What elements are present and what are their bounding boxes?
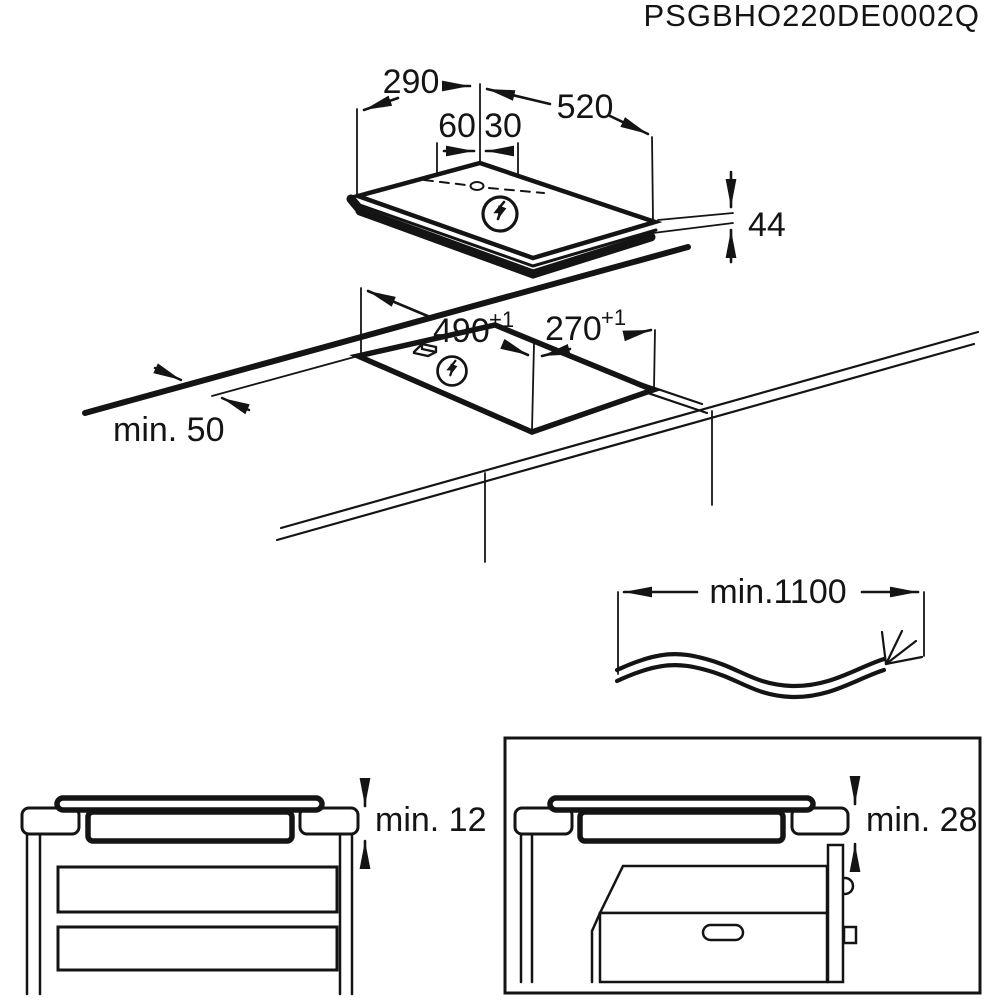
- worktop-cutout-view: min. 50 490 +1 270 +1: [82, 244, 980, 563]
- oven-side-panel: [826, 843, 845, 984]
- cable-position-mark: [423, 179, 545, 194]
- oven: [590, 843, 858, 984]
- hob-base-edge: [346, 194, 656, 279]
- cabinet-side-left: [519, 832, 534, 984]
- worktop-left: [513, 806, 574, 836]
- hob-side-edge: [355, 202, 658, 268]
- drawer-lower: [56, 925, 339, 972]
- worktop-back-edge: [82, 244, 691, 416]
- drawer-clearance-label: min. 12: [375, 801, 487, 839]
- cutout-length-label: 490: [433, 312, 490, 350]
- mains-cable-view: min.1100: [614, 573, 925, 700]
- cable-extension-lines: [617, 591, 925, 675]
- hob-depth-label: 520: [557, 88, 614, 126]
- cutout-dimension-arrows: [366, 289, 653, 358]
- cutout-back-projection: [211, 355, 359, 397]
- hob-height-leaders: [652, 212, 734, 234]
- hob-extension-lines: [356, 83, 654, 221]
- cable-offset-left-label: 60: [438, 107, 476, 145]
- drawer-clearance-section: min. 12: [20, 778, 487, 996]
- mounting-clamp-icon: [412, 342, 438, 358]
- mains-cable: [614, 651, 887, 700]
- oven-front: [598, 911, 829, 984]
- cable-offset-right-label: 30: [484, 107, 522, 145]
- worktop-right: [790, 806, 850, 836]
- hob-housing: [85, 809, 295, 844]
- electrical-connection-icon: [483, 197, 517, 231]
- hob-glass: [54, 795, 325, 813]
- oven-top: [597, 864, 829, 915]
- oven-clearance-label: min. 28: [866, 801, 978, 839]
- hob-dimension-arrows: [362, 80, 737, 264]
- worktop-left: [20, 806, 81, 836]
- hob-housing: [577, 809, 786, 844]
- drawer-upper: [56, 865, 339, 914]
- cutout-width-label: 270: [545, 310, 602, 348]
- cutout-width-tolerance: +1: [601, 305, 626, 330]
- cable-length-label: min.1100: [709, 573, 846, 611]
- cutout-extension-lines: [360, 287, 656, 431]
- wall-distance-arrows: [153, 363, 251, 415]
- wall-distance-label: min. 50: [113, 411, 225, 449]
- product-code: PSGBHO220DE0002Q: [643, 0, 980, 33]
- hob-height-label: 44: [748, 206, 786, 244]
- worktop-projection-lines: [484, 410, 713, 563]
- oven-knob: [842, 925, 858, 945]
- hob-glass: [547, 795, 816, 813]
- cable-wire-ends: [880, 629, 924, 666]
- hob-isometric-view: 290 520 60 30 44: [346, 63, 786, 279]
- oven-handle: [701, 923, 745, 942]
- cutout-opening: [349, 322, 661, 435]
- oven-clearance-section: min. 28: [503, 736, 982, 995]
- cabinet-sides: [25, 832, 354, 996]
- worktop-right: [298, 806, 360, 836]
- electrical-connection-icon: [438, 357, 467, 386]
- cutout-length-tolerance: +1: [489, 307, 514, 332]
- hob-width-label: 290: [383, 63, 440, 101]
- oven-front-edge: [590, 911, 602, 984]
